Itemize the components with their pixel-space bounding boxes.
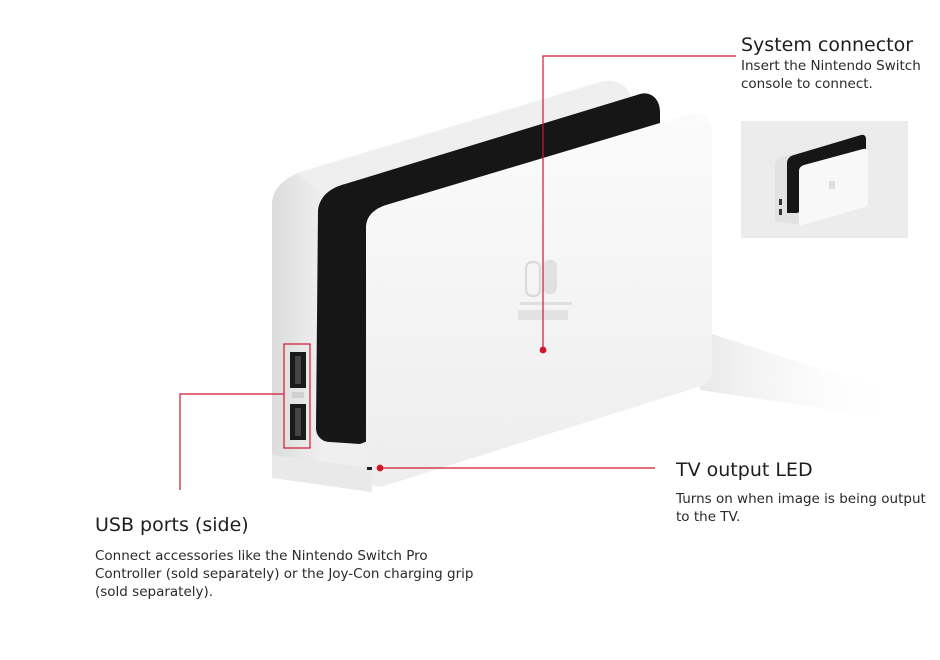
usb-ports-title: USB ports (side) (95, 514, 249, 536)
usb-port-bottom-inner (295, 408, 301, 436)
logo-wordmark-top (520, 302, 572, 305)
system-connector-title: System connector (741, 34, 914, 56)
usb-ports-leader (179, 393, 284, 490)
dock-shadow (700, 330, 900, 420)
thumb-usb-port-top (779, 199, 782, 205)
tv-led (367, 467, 372, 470)
thumb-logo (829, 181, 835, 189)
usb-ports (283, 343, 311, 449)
system-connector-dot (539, 346, 547, 354)
logo-joycon-right (543, 260, 557, 294)
leader-lines (179, 55, 736, 490)
system-connector-leader (542, 55, 736, 350)
usb-highlight-box (283, 343, 311, 449)
tv-output-led-description: Turns on when image is being output to t… (676, 491, 926, 525)
tv-output-led-title: TV output LED (676, 459, 813, 481)
usb-ports-description: Connect accessories like the Nintendo Sw… (95, 548, 474, 600)
tv-led-dot (376, 464, 384, 472)
thumb-usb-port-bottom (779, 209, 782, 215)
dock-side-face (272, 174, 330, 470)
logo-joycon-left (524, 260, 542, 298)
usb-port-top-inner (295, 356, 301, 384)
dock-base (272, 455, 372, 492)
usb-icon (292, 392, 304, 398)
docked-console-image (775, 134, 868, 226)
system-connector-description: Insert the Nintendo Switch console to co… (741, 58, 921, 92)
docked-console-thumbnail (741, 121, 908, 238)
dock-front-cover (366, 113, 712, 487)
